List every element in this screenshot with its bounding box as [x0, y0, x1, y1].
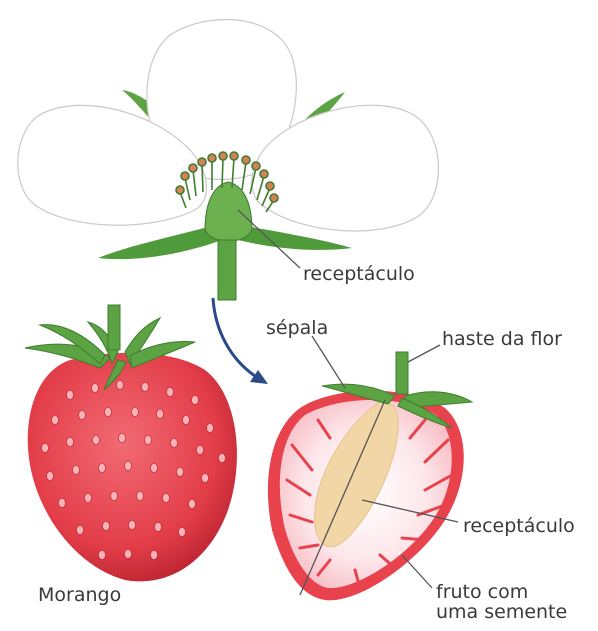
- flower-receptacle: [205, 182, 252, 241]
- strawberry-stem: [108, 305, 120, 350]
- strawberry-body: [28, 353, 237, 582]
- cut-strawberry: [268, 352, 472, 600]
- flower-stem-leader: [408, 345, 440, 362]
- label-sepal: sépala: [266, 316, 328, 340]
- label-flower-stem: haste da flor: [442, 327, 562, 351]
- cut-strawberry-stem: [396, 352, 408, 394]
- transition-arrow: [213, 298, 268, 384]
- label-strawberry: Morango: [38, 583, 121, 607]
- label-fruit-line2: uma semente: [436, 600, 567, 624]
- fruit-leader: [402, 555, 432, 588]
- flower-stem: [218, 240, 236, 300]
- whole-strawberry: [25, 305, 237, 581]
- label-fruit-receptacle: receptáculo: [463, 514, 575, 538]
- flower: [18, 19, 439, 300]
- sepal-leader: [312, 336, 345, 388]
- flower-sepal-lower-left: [98, 225, 222, 259]
- label-flower-receptacle: receptáculo: [303, 262, 415, 286]
